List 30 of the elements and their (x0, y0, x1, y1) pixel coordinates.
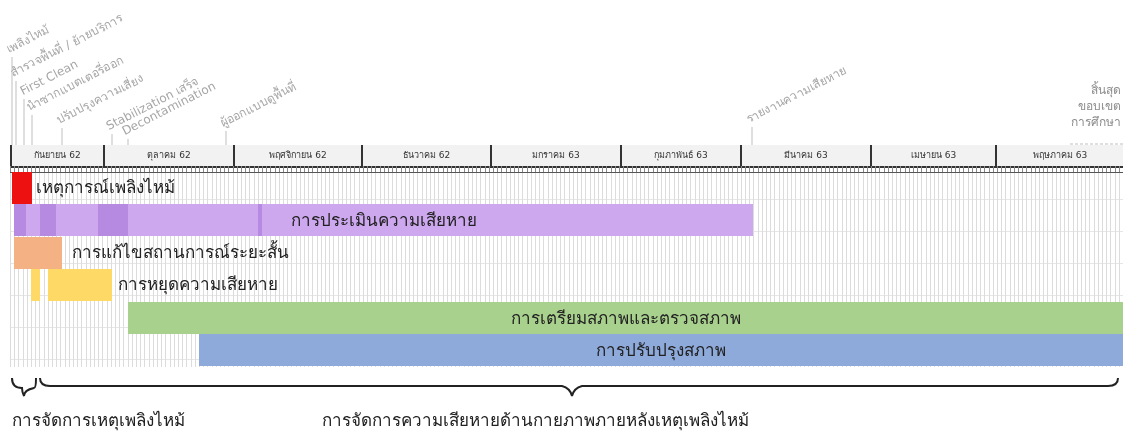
leader-line (15, 80, 17, 146)
month-header: มีนาคม 63 (740, 145, 870, 166)
leader-line (11, 56, 13, 146)
task-bar (199, 334, 1123, 366)
month-header: ตุลาคม 62 (103, 145, 233, 166)
leader-line (61, 127, 63, 146)
leader-line (751, 126, 753, 146)
leader-line (225, 130, 227, 146)
month-header: พฤษภาคม 63 (995, 145, 1123, 166)
month-header: เมษายน 63 (870, 145, 995, 166)
month-header: ธันวาคม 62 (361, 145, 490, 166)
task-label: การแก้ไขสถานการณ์ระยะสั้น (72, 239, 289, 264)
task-label: เหตุการณ์เพลิงไหม้ (36, 176, 175, 200)
task-bar (14, 204, 753, 236)
task-label: การปรับปรุงสภาพ (596, 339, 726, 363)
leader-line (23, 98, 25, 146)
task-label: การหยุดความเสียหาย (118, 273, 278, 297)
month-header: กันยายน 62 (10, 145, 103, 166)
task-bar (128, 302, 1123, 334)
bracket-caption: การจัดการเหตุเพลิงไหม้ (12, 409, 185, 433)
task-label: การเตรียมสภาพและตรวจสภาพ (510, 307, 741, 330)
leader-line (127, 138, 129, 146)
leader-line (31, 114, 33, 146)
leader-line (111, 133, 113, 146)
task-label: การประเมินความเสียหาย (290, 209, 477, 232)
end-note: สิ้นสุดขอบเขตการศึกษา (1070, 82, 1121, 130)
month-header: พฤศจิกายน 62 (233, 145, 361, 166)
month-header: กุมภาพันธ์ 63 (620, 145, 740, 166)
month-header: มกราคม 63 (490, 145, 620, 166)
bracket-caption: การจัดการความเสียหายด้านกายภาพภายหลังเหตุเพลิงไหม้ (322, 409, 749, 433)
